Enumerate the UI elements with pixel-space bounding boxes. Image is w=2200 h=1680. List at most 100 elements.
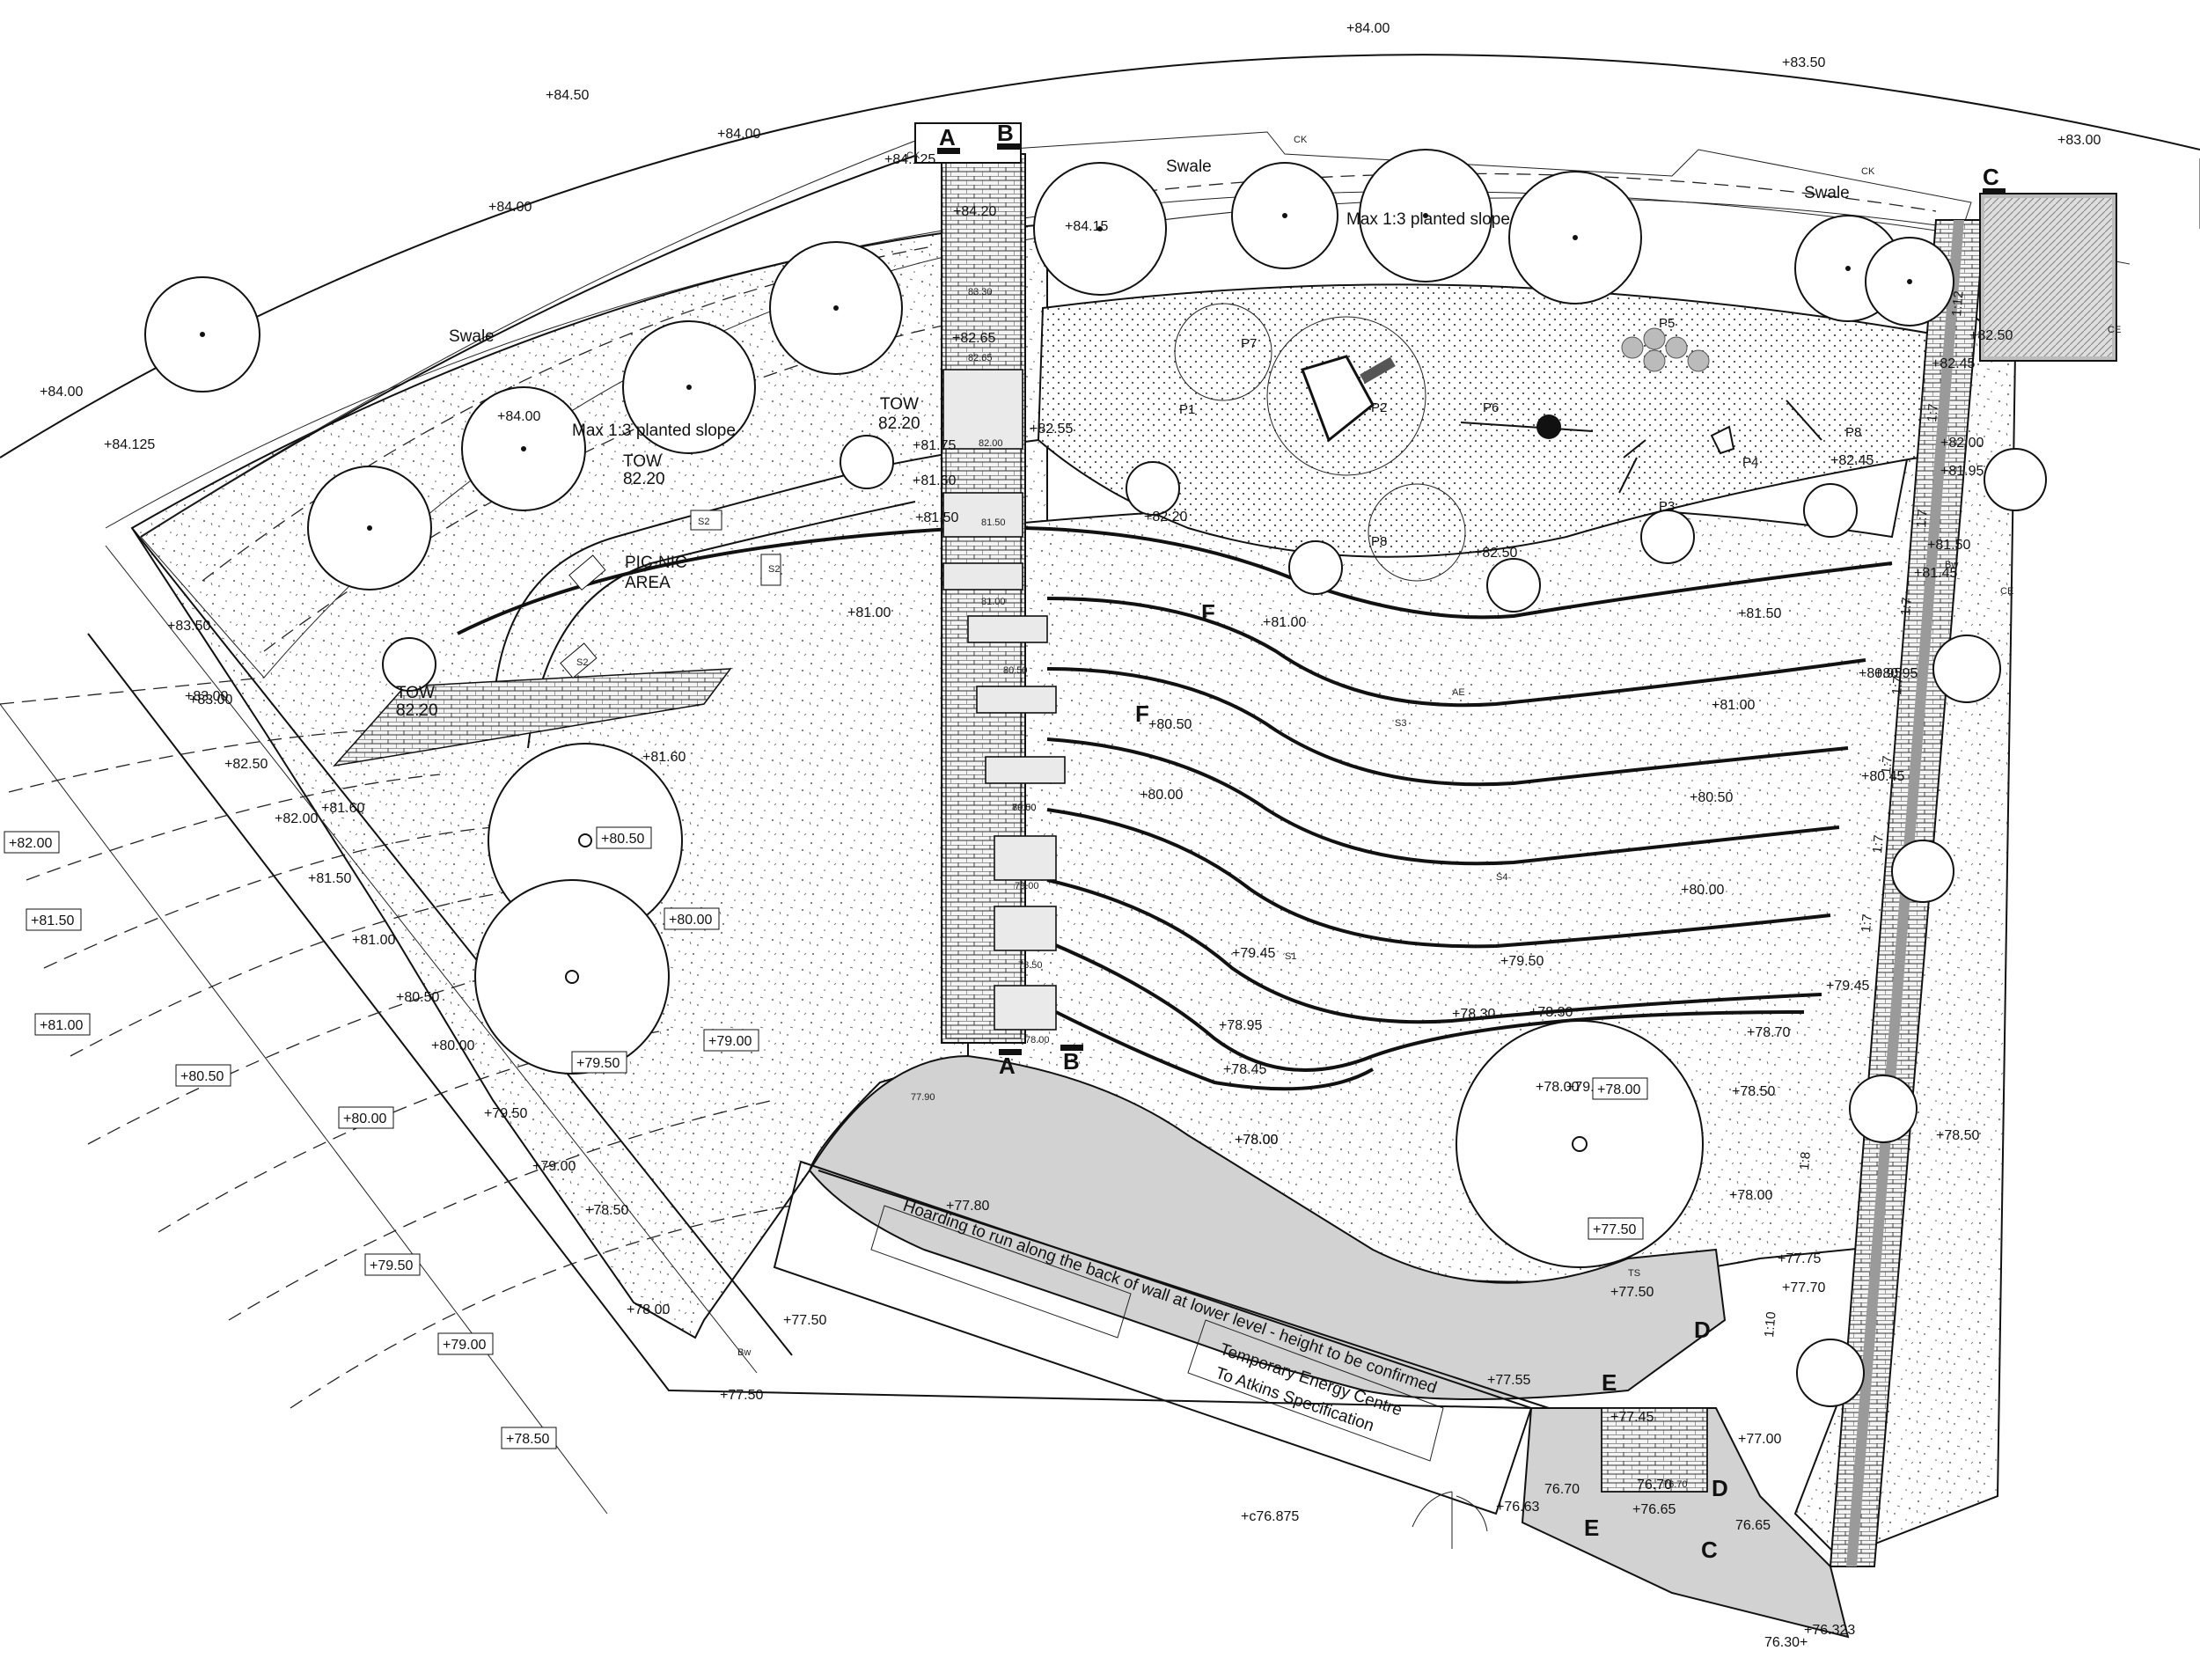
- ramp-gradient: 1:7: [1870, 834, 1887, 854]
- level: +84.00: [497, 409, 540, 424]
- level: +83.00: [185, 689, 228, 704]
- tow-value: 79.00: [1015, 881, 1039, 891]
- level: +79.50: [1500, 954, 1544, 969]
- ramp-gradient: 1:8: [1797, 1151, 1814, 1170]
- level: +80.50: [1148, 717, 1192, 732]
- tree: [1231, 162, 1338, 269]
- ramp-gradients: 1:12 1:7 1:7 1:7 1:7 1:7 1:7 1:7 1:8 1:1…: [1762, 290, 1966, 1339]
- level: +82.65: [952, 331, 995, 346]
- tow-value: 82.00: [979, 438, 1003, 449]
- level: +81.45: [1914, 566, 1957, 581]
- play-item-labels: P1 P2 P3 P4 P5 P6 P7 P8 P8: [1179, 316, 1861, 549]
- level: +84.00: [488, 200, 532, 215]
- ramp-gradient: 1:7: [1889, 676, 1906, 695]
- section-d-bottom: D: [1712, 1475, 1728, 1501]
- play-label-p3: P3: [1659, 499, 1675, 514]
- level: +81.50: [1927, 538, 1970, 553]
- play-equipment: [1174, 303, 1822, 582]
- level: +84.00: [40, 385, 83, 400]
- tow-value: 82.20: [396, 701, 438, 720]
- boxed-level: +81.50: [31, 913, 74, 928]
- play-label-p7: P7: [1241, 336, 1257, 351]
- code-label: S1: [1285, 951, 1296, 962]
- play-label-p5: P5: [1659, 316, 1675, 331]
- level: +82.20: [1144, 510, 1187, 525]
- tow-value: 82.20: [623, 470, 665, 488]
- level: +78.50: [1936, 1128, 1979, 1143]
- level: +81.00: [352, 933, 395, 948]
- swale-label-north: Swale: [1166, 158, 1212, 176]
- level: +78.00: [1235, 1133, 1278, 1148]
- level: 76.70: [1544, 1482, 1580, 1497]
- code-label: TS: [1628, 1268, 1640, 1279]
- level: +78.00: [1729, 1188, 1772, 1203]
- level: +77.80: [946, 1199, 989, 1214]
- level: +78.30: [1452, 1007, 1495, 1022]
- level: +84.20: [953, 204, 996, 219]
- level: +78.95: [1219, 1018, 1262, 1033]
- level: +81.50: [1738, 606, 1781, 621]
- code-label: Bw: [1945, 560, 1958, 570]
- door-icon: [1412, 1491, 1488, 1549]
- code-label: CK: [1294, 135, 1308, 145]
- level: +83.50: [1782, 55, 1825, 70]
- level: +82.00: [275, 811, 318, 826]
- level: +83.00: [2057, 133, 2101, 148]
- tree: [307, 466, 432, 591]
- tow-labels: TOW 82.20 TOW 82.20 TOW 82.20 83.30 82.6…: [396, 287, 1688, 1490]
- level: 76.30+: [1764, 1635, 1808, 1650]
- tow-label: TOW: [623, 452, 662, 471]
- tow-value: 81.00: [981, 597, 1006, 607]
- level: +82.00: [1940, 436, 1984, 451]
- tree: [1984, 448, 2047, 511]
- tree: [1126, 461, 1180, 516]
- level: +84.00: [1346, 21, 1390, 36]
- tow-value: 79.50: [1012, 803, 1037, 813]
- picnic-area-label-2: AREA: [625, 574, 671, 592]
- slope-label-north: Max 1:3 planted slope: [1346, 210, 1510, 229]
- level: +82.45: [1830, 453, 1874, 468]
- tree: [1640, 510, 1695, 564]
- tree: [382, 637, 436, 692]
- terrace-walls: [457, 439, 1893, 1091]
- section-a-top: A: [939, 124, 956, 150]
- code-label: S3: [1395, 718, 1406, 729]
- level: +77.45: [1610, 1410, 1654, 1425]
- tow-value: 82.20: [878, 414, 920, 433]
- tree: [1803, 483, 1858, 538]
- section-c-top: C: [1983, 164, 1999, 190]
- level: +78.00: [627, 1302, 670, 1317]
- tree: [1486, 558, 1541, 613]
- level: +80.00: [431, 1038, 474, 1053]
- level: +81.60: [642, 750, 686, 765]
- boxed-level: +79.50: [576, 1056, 620, 1071]
- level: +81.50: [308, 871, 351, 886]
- level: +82.55: [1030, 422, 1073, 437]
- tree: [622, 320, 756, 454]
- tree: [1932, 635, 2001, 703]
- level: +78.00: [1235, 1133, 1278, 1148]
- play-label-p8-west: P8: [1371, 534, 1387, 549]
- tow-label: TOW: [880, 395, 919, 414]
- level: +77.00: [1738, 1432, 1781, 1447]
- section-e-bottom: E: [1584, 1515, 1599, 1541]
- boxed-level: +82.00: [9, 836, 52, 851]
- boxed-level: +77.50: [1593, 1222, 1636, 1237]
- boxed-level: +80.50: [180, 1069, 224, 1084]
- code-label: CK: [906, 150, 920, 161]
- code-label: AE: [1452, 687, 1465, 698]
- tree-ringed: [474, 879, 670, 1075]
- section-c-bottom: C: [1701, 1537, 1718, 1563]
- level: +77.50: [1610, 1285, 1654, 1300]
- boxed-level: +80.50: [601, 832, 644, 847]
- level: +82.50: [224, 757, 268, 772]
- level: +77.50: [720, 1388, 763, 1403]
- section-a-bottom: A: [999, 1053, 1016, 1079]
- ramp-gradient: 1:12: [1949, 290, 1966, 318]
- level: +80.00: [1140, 788, 1183, 803]
- tree: [840, 435, 894, 489]
- level: +84.125: [884, 152, 935, 167]
- play-label-p4: P4: [1742, 455, 1758, 470]
- tree: [1288, 540, 1343, 595]
